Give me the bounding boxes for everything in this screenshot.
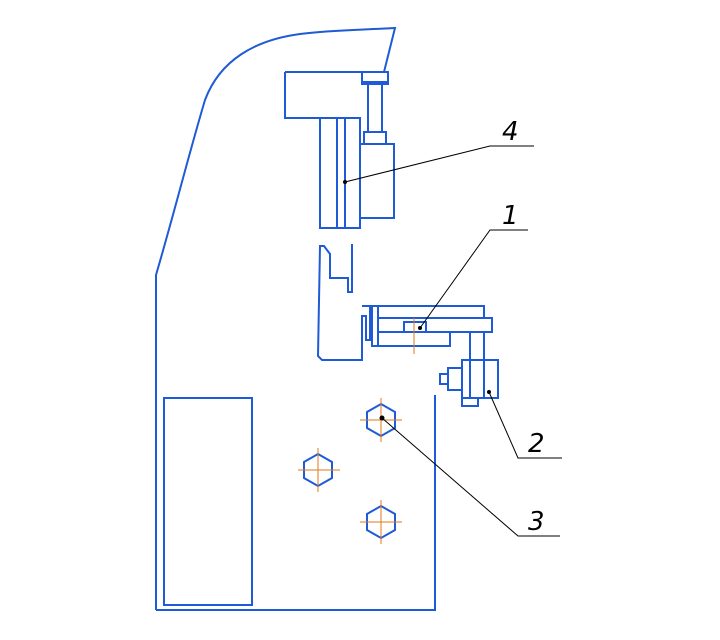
callout-3: 3 — [528, 507, 545, 537]
callout-2: 2 — [528, 429, 545, 459]
guide-bracket — [439, 331, 499, 407]
leader-4 — [343, 145, 534, 184]
leader-3 — [379, 415, 560, 537]
callout-1: 1 — [502, 201, 519, 231]
hex-bolt-bottom — [360, 500, 402, 544]
callout-4: 4 — [502, 117, 519, 147]
clamp-jaw — [316, 244, 371, 361]
frame-body — [155, 26, 436, 611]
cabinet-panel — [163, 397, 253, 606]
leader-2 — [487, 390, 562, 459]
hex-bolt-left — [298, 448, 340, 492]
cylinder-block — [359, 143, 395, 219]
leader-1 — [418, 229, 528, 330]
press-head — [284, 71, 395, 229]
press-head-cap — [361, 71, 389, 85]
ram-column — [319, 117, 361, 229]
